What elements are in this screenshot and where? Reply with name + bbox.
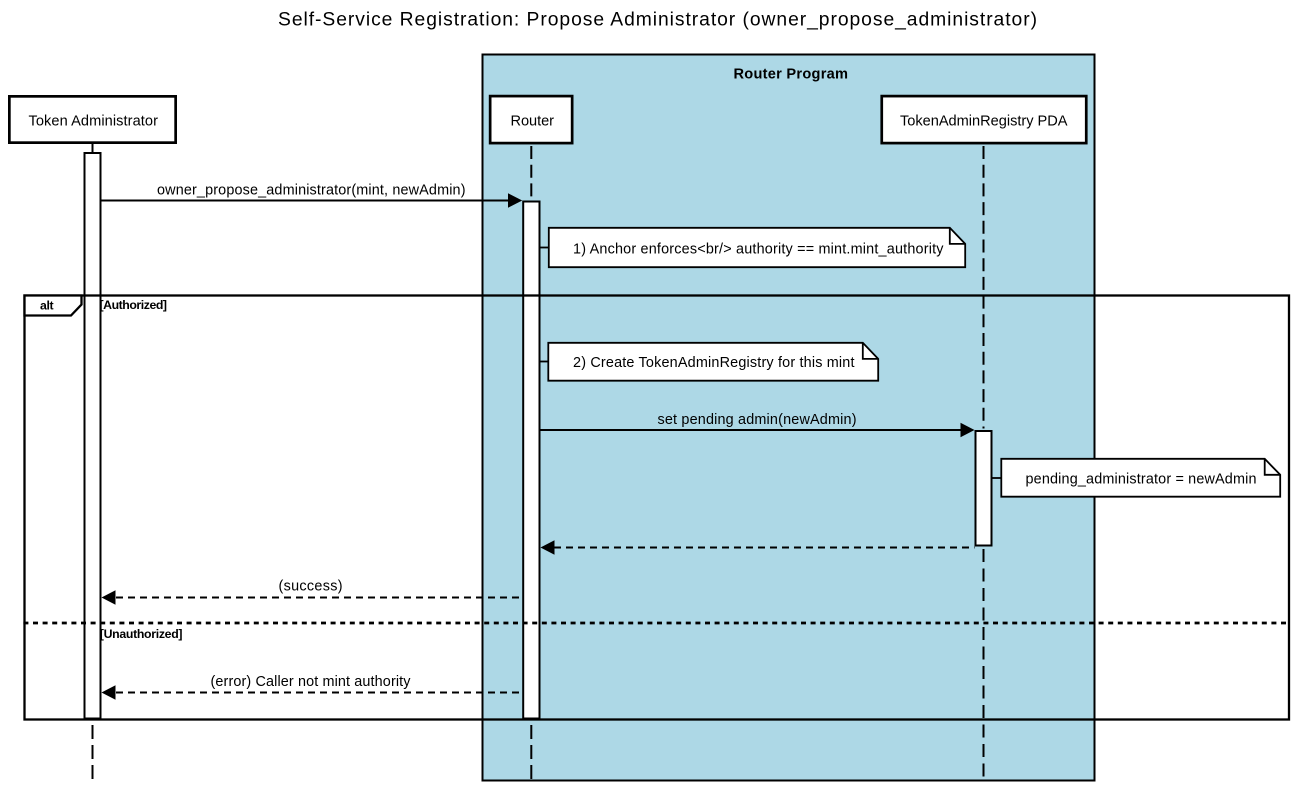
svg-text:set pending admin(newAdmin): set pending admin(newAdmin) [658, 412, 857, 428]
svg-text:alt: alt [40, 299, 54, 313]
svg-text:(error) Caller not mint author: (error) Caller not mint authority [211, 674, 412, 690]
svg-text:1) Anchor enforces<br/> author: 1) Anchor enforces<br/> authority == min… [573, 241, 944, 257]
svg-text:(success): (success) [279, 579, 343, 595]
svg-text:owner_propose_administrator(mi: owner_propose_administrator(mint, newAdm… [157, 182, 466, 198]
svg-text:TokenAdminRegistry PDA: TokenAdminRegistry PDA [900, 114, 1068, 130]
svg-text:Self-Service Registration: Pro: Self-Service Registration: Propose Admin… [278, 10, 1037, 31]
svg-text:Router: Router [511, 114, 555, 130]
svg-text:Token Administrator: Token Administrator [29, 113, 159, 129]
svg-text:[Unauthorized]: [Unauthorized] [100, 627, 183, 641]
svg-text:2) Create TokenAdminRegistry f: 2) Create TokenAdminRegistry for this mi… [573, 355, 855, 371]
svg-text:pending_administrator = newAdm: pending_administrator = newAdmin [1026, 472, 1257, 488]
svg-text:[Authorized]: [Authorized] [100, 298, 168, 312]
svg-text:Router Program: Router Program [734, 67, 849, 83]
